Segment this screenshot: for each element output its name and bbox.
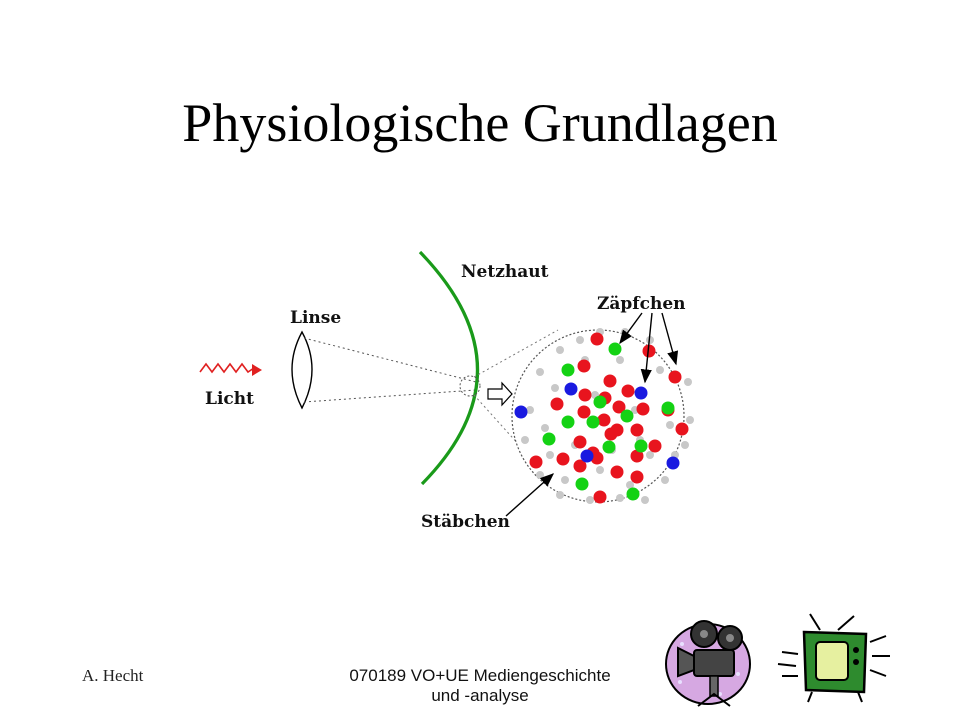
cone-green xyxy=(602,440,616,454)
cone-red xyxy=(550,397,564,411)
cone-red xyxy=(642,344,656,358)
rod-cell xyxy=(561,476,569,484)
cone-red xyxy=(529,455,543,469)
cone-green xyxy=(608,342,622,356)
rod-cell xyxy=(526,406,534,414)
label-linse: Linse xyxy=(290,308,341,328)
cone-red xyxy=(593,490,607,504)
ray-lines xyxy=(303,337,477,403)
label-zaepfchen: Zäpfchen xyxy=(597,294,686,314)
rod-cell xyxy=(684,378,692,386)
rod-cell xyxy=(661,476,669,484)
rod-cell xyxy=(616,356,624,364)
label-licht: Licht xyxy=(205,389,254,409)
cone-red xyxy=(578,388,592,402)
footer-course-line2: und -analyse xyxy=(431,686,529,705)
cone-green xyxy=(561,363,575,377)
cone-blue xyxy=(634,386,648,400)
cone-green xyxy=(620,409,634,423)
cone-blue xyxy=(564,382,578,396)
label-netzhaut: Netzhaut xyxy=(461,262,549,282)
cone-green xyxy=(575,477,589,491)
cone-blue xyxy=(514,405,528,419)
rod-cell xyxy=(681,441,689,449)
lens-shape xyxy=(291,330,313,410)
rod-cell xyxy=(686,416,694,424)
cone-green xyxy=(626,487,640,501)
rod-cell xyxy=(586,496,594,504)
cone-red xyxy=(577,359,591,373)
cone-red xyxy=(573,459,587,473)
footer-course-line1: 070189 VO+UE Mediengeschichte xyxy=(349,666,611,685)
rod-cell xyxy=(541,424,549,432)
rod-cell xyxy=(646,451,654,459)
magnify-arrow-icon xyxy=(487,381,513,407)
cone-red xyxy=(604,427,618,441)
light-ray-icon xyxy=(199,362,255,374)
rod-cell xyxy=(521,436,529,444)
cone-red xyxy=(630,449,644,463)
cone-red xyxy=(630,423,644,437)
rod-cell xyxy=(666,421,674,429)
rod-cell xyxy=(646,336,654,344)
rod-cell xyxy=(536,471,544,479)
cone-green xyxy=(586,415,600,429)
cone-red xyxy=(603,374,617,388)
slide-title: Physiologische Grundlagen xyxy=(182,93,778,153)
rod-cell xyxy=(641,496,649,504)
focal-spot xyxy=(459,375,481,397)
cone-red xyxy=(621,384,635,398)
rod-cell xyxy=(546,451,554,459)
cone-green xyxy=(542,432,556,446)
cone-blue xyxy=(666,456,680,470)
cone-green xyxy=(661,401,675,415)
cells-group xyxy=(514,328,694,504)
cone-red xyxy=(577,405,591,419)
film-camera-icon xyxy=(665,620,751,707)
rod-cell xyxy=(616,494,624,502)
cone-red xyxy=(573,435,587,449)
retina-curve xyxy=(418,250,480,486)
cone-green xyxy=(561,415,575,429)
cone-red xyxy=(630,470,644,484)
cone-red xyxy=(648,439,662,453)
cone-red xyxy=(590,332,604,346)
cone-red xyxy=(590,451,604,465)
cone-red xyxy=(675,422,689,436)
rod-cell xyxy=(596,466,604,474)
rod-cell xyxy=(576,336,584,344)
cone-blue xyxy=(580,449,594,463)
rod-cell xyxy=(551,384,559,392)
cone-green xyxy=(634,439,648,453)
footer-author: A. Hecht xyxy=(82,666,144,685)
cone-red xyxy=(556,452,570,466)
light-arrow-icon xyxy=(252,364,262,376)
rod-cell xyxy=(626,481,634,489)
footer-course: 070189 VO+UE Mediengeschichte und -analy… xyxy=(320,666,640,706)
cone-red xyxy=(668,370,682,384)
cone-red xyxy=(636,402,650,416)
rod-cell xyxy=(556,491,564,499)
rod-arrow xyxy=(505,473,555,517)
cone-red xyxy=(597,413,611,427)
label-staebchen: Stäbchen xyxy=(421,512,510,532)
rod-cell xyxy=(536,368,544,376)
cone-green xyxy=(593,395,607,409)
rod-cell xyxy=(556,346,564,354)
cone-red xyxy=(612,400,626,414)
cone-arrows xyxy=(619,312,679,384)
rod-cell xyxy=(656,366,664,374)
cone-red xyxy=(610,465,624,479)
television-icon xyxy=(777,613,890,703)
